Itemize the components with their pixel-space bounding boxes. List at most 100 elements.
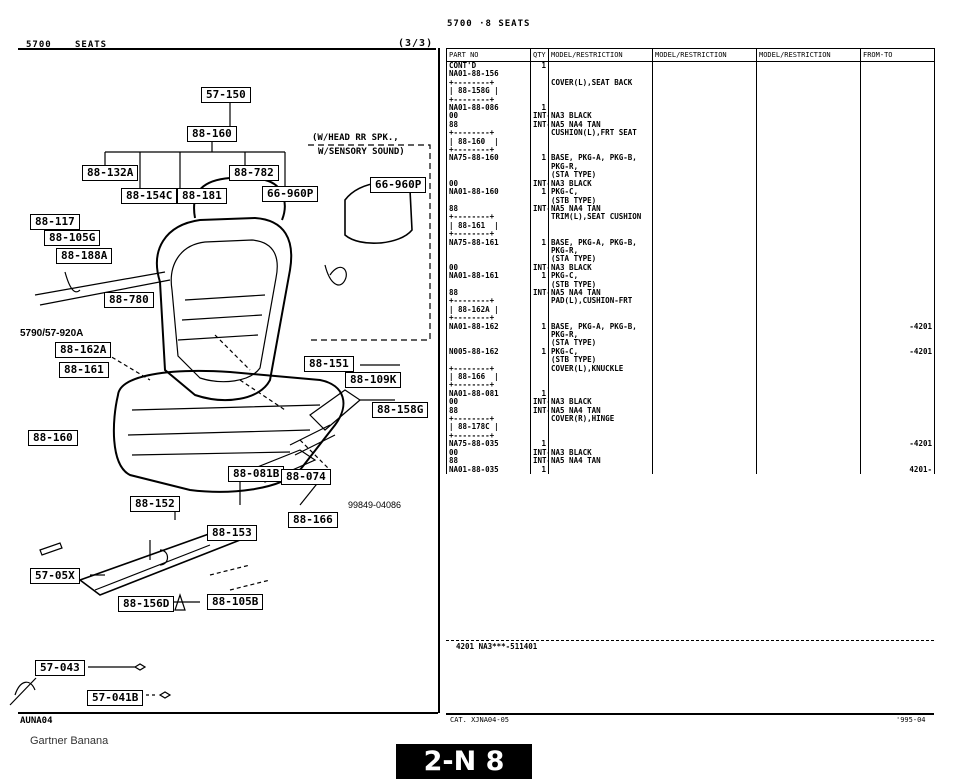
cell-qty: INT- [530, 263, 549, 273]
table-bottom-rule [446, 640, 934, 642]
cell-description: BASE, PKG-A, PKG-B, PKG-R, (STA TYPE) [548, 154, 653, 180]
cell-model-3 [756, 112, 861, 121]
cell-qty: 1 [530, 104, 549, 113]
callout-88-782: 88-782 [229, 165, 279, 181]
callout-88-081B: 88-081B [228, 466, 285, 482]
top-header: 5700 ·8 SEATS [447, 19, 531, 29]
header-rule [18, 48, 436, 50]
cell-description [548, 104, 653, 113]
cell-model-3 [756, 120, 861, 130]
cell-description: NA5 NA4 TAN [548, 288, 653, 298]
cell-part-no: +--------+ | 88-158G | +--------+ [446, 78, 531, 105]
part-number-label: 99849-04086 [348, 500, 402, 510]
cell-qty: 1 [530, 238, 549, 264]
cell-model-3 [756, 213, 861, 239]
catalog-date: '995-04 [896, 716, 926, 724]
cell-part-no: 00 [446, 263, 531, 273]
table-row: +--------+ | 88-161 | +--------+TRIM(L),… [446, 213, 935, 239]
table-row: +--------+ | 88-158G | +--------+COVER(L… [446, 78, 935, 105]
cell-part-no: NA01-88-081 [446, 389, 531, 399]
cell-from-to [860, 406, 935, 416]
cell-from-to: -4201 [860, 440, 935, 449]
cell-qty: INT- [530, 457, 549, 466]
cell-model-3 [756, 272, 861, 289]
cell-model-3 [756, 179, 861, 189]
cell-from-to [860, 78, 935, 105]
callout-88-152: 88-152 [130, 496, 180, 512]
cell-qty: INT- [530, 448, 549, 458]
cell-model-2 [652, 179, 757, 189]
cell-from-to [860, 129, 935, 155]
footer-code: AUNA04 [20, 716, 53, 726]
cell-part-no: +--------+ | 88-160 | +--------+ [446, 129, 531, 155]
table-row: +--------+ | 88-166 | +--------+COVER(L)… [446, 364, 935, 390]
cell-from-to [860, 112, 935, 121]
col-header-qty: QTY [530, 48, 549, 62]
callout-88-105G: 88-105G [44, 230, 101, 246]
cell-description [548, 465, 653, 474]
cell-model-2 [652, 347, 757, 365]
cell-part-no: NA01-88-160 [446, 188, 531, 205]
callout-88-132A: 88-132A [82, 165, 139, 181]
section-code: 5700 [26, 40, 52, 50]
cell-description: PKG-C, (STB TYPE) [548, 272, 653, 289]
callout-88-166: 88-166 [288, 512, 338, 528]
callout-88-188A: 88-188A [56, 248, 113, 264]
cell-from-to [860, 288, 935, 298]
callout-66-960P: 66-960P [262, 186, 319, 202]
cell-part-no: 00 [446, 398, 531, 407]
cell-description: NA3 BLACK [548, 179, 653, 189]
cell-from-to [860, 389, 935, 399]
cell-part-no: NA75-88-161 [446, 238, 531, 264]
cell-part-no: 88 [446, 406, 531, 416]
cell-qty: INT- [530, 204, 549, 214]
cell-description: PKG-C, (STB TYPE) [548, 188, 653, 205]
catalog-number: CAT. XJNA04-05 [450, 716, 510, 724]
cell-model-2 [652, 297, 757, 323]
cell-qty: 1 [530, 322, 549, 348]
cell-part-no: NA01-88-162 [446, 322, 531, 348]
cell-description: PAD(L),CUSHION-FRT [548, 297, 653, 323]
cell-model-3 [756, 104, 861, 113]
cell-qty: 1 [530, 440, 549, 449]
cell-from-to [860, 213, 935, 239]
cell-model-3 [756, 448, 861, 458]
cell-qty: INT- [530, 112, 549, 121]
callout-66-960P-speaker: 66-960P [370, 177, 427, 193]
cell-from-to [860, 263, 935, 273]
cell-model-2 [652, 440, 757, 449]
callout-88-161: 88-161 [59, 362, 109, 378]
cell-part-no: N005-88-162 [446, 347, 531, 365]
cell-description: NA3 BLACK [548, 398, 653, 407]
callout-88-162A: 88-162A [55, 342, 112, 358]
callout-88-780: 88-780 [104, 292, 154, 308]
cell-model-2 [652, 188, 757, 205]
page-badge: 2-N 8 [396, 744, 532, 779]
cell-qty: INT- [530, 120, 549, 130]
cell-model-2 [652, 129, 757, 155]
cell-description: BASE, PKG-A, PKG-B, PKG-R, (STA TYPE) [548, 238, 653, 264]
cell-from-to [860, 238, 935, 264]
cell-model-2 [652, 288, 757, 298]
cell-model-2 [652, 389, 757, 399]
cell-from-to: -4201 [860, 322, 935, 348]
cell-part-no: CONT'D NA01-88-156 [446, 61, 531, 79]
cell-model-2 [652, 448, 757, 458]
cell-qty: INT- [530, 179, 549, 189]
table-header-row: PART NO QTY MODEL/RESTRICTION MODEL/REST… [446, 48, 935, 62]
cell-part-no: NA01-88-161 [446, 272, 531, 289]
cell-qty: 1 [530, 465, 549, 474]
cell-model-2 [652, 112, 757, 121]
